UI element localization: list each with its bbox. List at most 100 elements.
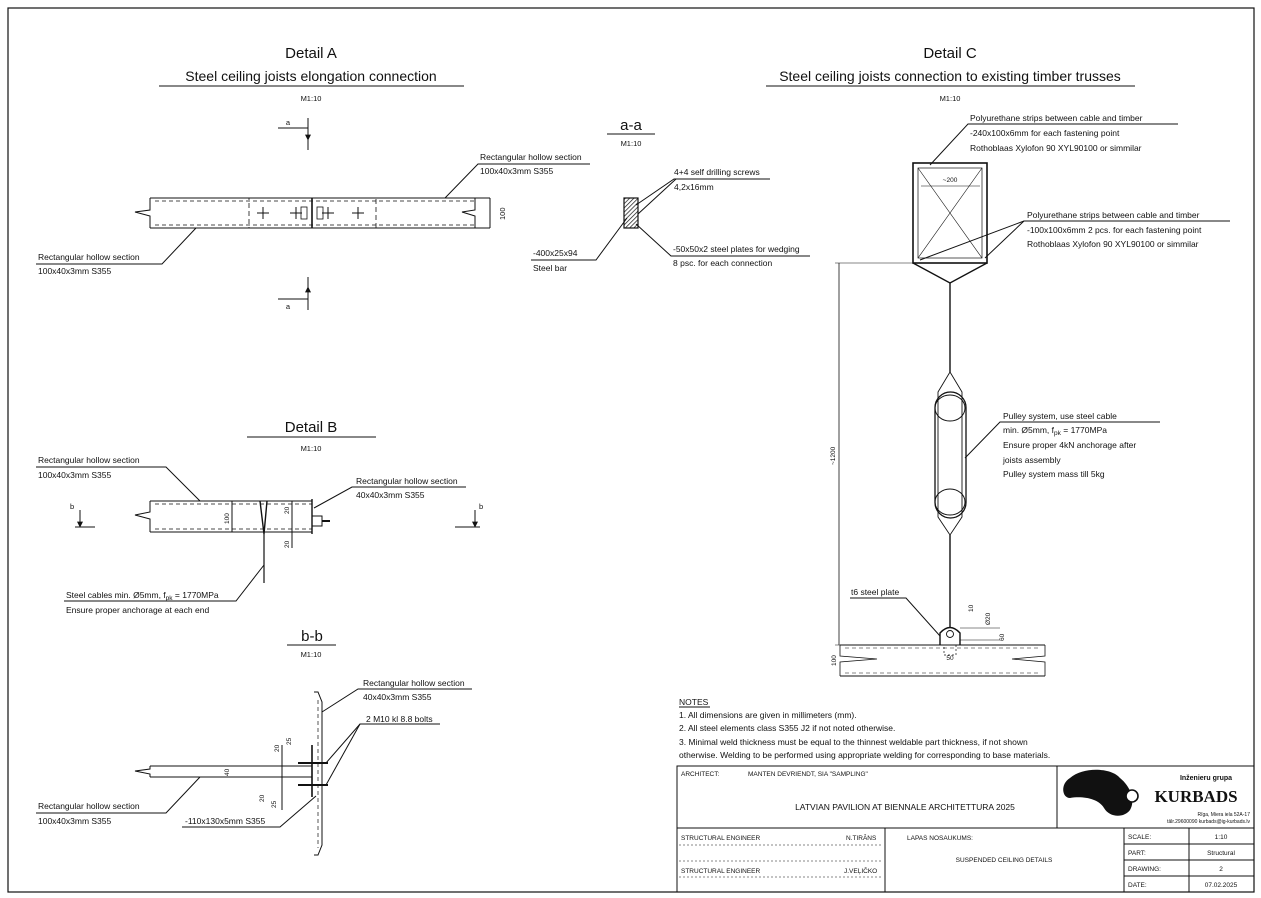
detail-c-dim-100: 100 [831, 655, 838, 666]
detail-c-pu2-size: -100x100x6mm 2 pcs. for each fastening p… [1027, 225, 1202, 235]
section-aa-plates: -50x50x2 steel plates for wedging [673, 244, 800, 254]
detail-c-pulley-anchor: Ensure proper 4kN anchorage after [1003, 440, 1136, 450]
scale-value: 1:10 [1215, 834, 1228, 841]
logo-wordmark: KURBADS [1154, 787, 1237, 806]
sheet-name-label: LAPAS NOSAUKUMS: [907, 835, 973, 842]
detail-a-rhs-left-label: Rectangular hollow section [38, 252, 140, 262]
detail-a-dim-height: 100 [498, 207, 507, 220]
detail-c: Detail C Steel ceiling joists connection… [766, 45, 1230, 677]
detail-a-rhs-top-size: 100x40x3mm S355 [480, 166, 554, 176]
section-bb-top-label: Rectangular hollow section [363, 678, 465, 688]
scale-label: SCALE: [1128, 834, 1151, 841]
detail-c-pu1-title: Polyurethane strips between cable and ti… [970, 113, 1143, 123]
logo-tagline: Inženieru grupa [1180, 775, 1232, 782]
detail-c-subtitle: Steel ceiling joists connection to exist… [779, 68, 1121, 84]
detail-c-pu2-title: Polyurethane strips between cable and ti… [1027, 210, 1200, 220]
notes-heading: NOTES [679, 697, 709, 707]
section-b-b: b-b M1:10 20 25 40 20 25 Rectangular hol… [36, 628, 472, 856]
section-bb-scale: M1:10 [301, 650, 322, 659]
detail-b-cables-note: Ensure proper anchorage at each end [66, 605, 209, 615]
note-3b: otherwise. Welding to be performed using… [679, 750, 1050, 760]
section-bb-dim-40: 40 [224, 768, 231, 776]
note-3a: 3. Minimal weld thickness must be equal … [679, 737, 1028, 747]
section-bb-left-label: Rectangular hollow section [38, 801, 140, 811]
note-1: 1. All dimensions are given in millimete… [679, 710, 857, 720]
detail-a-rhs-top-label: Rectangular hollow section [480, 152, 582, 162]
detail-c-pulley-cable: min. Ø5mm, fpk = 1770MPa [1003, 425, 1107, 437]
section-bb-top-size: 40x40x3mm S355 [363, 692, 432, 702]
section-aa-screws: 4+4 self drilling screws [674, 167, 760, 177]
detail-b-rhs-label: Rectangular hollow section [38, 455, 140, 465]
section-aa-plates-note: 8 psc. for each connection [673, 258, 773, 268]
note-2: 2. All steel elements class S355 J2 if n… [679, 723, 895, 733]
logo-address: Rīga, Mierа iela 52A-17 [1197, 812, 1250, 818]
architect-label: ARCHITECT: [681, 771, 719, 778]
detail-a-subtitle: Steel ceiling joists elongation connecti… [185, 68, 436, 84]
section-bb-left-size: 100x40x3mm S355 [38, 816, 112, 826]
section-aa-bar: -400x25x94 [533, 248, 578, 258]
detail-c-dim-60: 60 [999, 633, 1006, 641]
logo-contact: tālr.29600090 kurbads@ig-kurbads.lv [1167, 819, 1250, 825]
detail-c-dim-10: 10 [968, 604, 975, 612]
engineer-2-name: J.VEĻIČKO [844, 866, 877, 875]
detail-b-small-rhs-label: Rectangular hollow section [356, 476, 458, 486]
title-block: ARCHITECT: MANTEN DEVRIENDT, SIA "SAMPLI… [676, 765, 1255, 893]
section-bb-dim-25a: 25 [286, 737, 293, 745]
detail-c-pu1-size: -240x100x6mm for each fastening point [970, 128, 1120, 138]
kurbads-logo: Inženieru grupa KURBADS Rīga, Mierа iela… [1063, 769, 1250, 825]
section-aa-screws-size: 4,2x16mm [674, 182, 714, 192]
section-mark-a-bottom: a [286, 302, 291, 311]
detail-c-pu2-product: Rothoblaas Xylofon 90 XYL90100 or simmil… [1027, 239, 1199, 249]
detail-a-rhs-left-size: 100x40x3mm S355 [38, 266, 112, 276]
detail-b-dim-20a: 20 [284, 506, 291, 514]
section-bb-dim-20b: 20 [259, 794, 266, 802]
detail-b-small-rhs-size: 40x40x3mm S355 [356, 490, 425, 500]
section-aa-scale: M1:10 [621, 139, 642, 148]
detail-a: Detail A Steel ceiling joists elongation… [36, 45, 590, 311]
detail-c-scale: M1:10 [940, 94, 961, 103]
detail-a-title: Detail A [285, 45, 337, 62]
section-mark-b-right: b [479, 502, 483, 511]
sheet-name: SUSPENDED CEILING DETAILS [956, 857, 1053, 864]
section-a-a: a-a M1:10 4+4 self drilling screws 4,2x1… [531, 117, 810, 273]
engineer-1-name: N.TIRĀNS [846, 834, 877, 842]
detail-b-dim-20b: 20 [284, 540, 291, 548]
architect-value: MANTEN DEVRIENDT, SIA "SAMPLING" [748, 771, 869, 778]
date-label: DATE: [1128, 882, 1147, 889]
part-label: PART: [1128, 850, 1146, 857]
detail-b-scale: M1:10 [301, 444, 322, 453]
engineer-2-label: STRUCTURAL ENGINEER [681, 868, 761, 875]
drawing-value: 2 [1219, 866, 1223, 873]
detail-b-title: Detail B [285, 419, 338, 436]
detail-b-rhs-size: 100x40x3mm S355 [38, 470, 112, 480]
date-value: 07.02.2025 [1205, 882, 1238, 889]
detail-b: Detail B M1:10 b b 100 20 20 Rectangular… [36, 419, 483, 615]
project-name: LATVIAN PAVILION AT BIENNALE ARCHITETTUR… [795, 802, 1015, 812]
section-aa-title: a-a [620, 117, 642, 134]
section-aa-bar-note: Steel bar [533, 263, 567, 273]
detail-c-dim-1200: ~1200 [830, 446, 837, 465]
detail-b-dim-100: 100 [224, 513, 231, 524]
section-bb-plate: -110x130x5mm S355 [185, 816, 265, 826]
section-bb-bolts: 2 M10 kl 8.8 bolts [366, 714, 433, 724]
detail-c-plate: t6 steel plate [851, 587, 899, 597]
part-value: Structural [1207, 850, 1235, 857]
detail-c-pulley-title: Pulley system, use steel cable [1003, 411, 1117, 421]
detail-a-scale: M1:10 [301, 94, 322, 103]
detail-c-title: Detail C [923, 45, 977, 62]
detail-c-dim-200: ~200 [943, 177, 958, 184]
detail-c-pulley-assembly: joists assembly [1002, 455, 1061, 465]
notes: NOTES 1. All dimensions are given in mil… [679, 697, 1050, 760]
section-bb-dim-25b: 25 [271, 800, 278, 808]
detail-c-pu1-product: Rothoblaas Xylofon 90 XYL90100 or simmil… [970, 143, 1142, 153]
detail-c-dim-50: 50 [946, 655, 954, 662]
section-bb-dim-20a: 20 [274, 744, 281, 752]
section-bb-title: b-b [301, 628, 323, 645]
engineer-1-label: STRUCTURAL ENGINEER [681, 835, 761, 842]
detail-c-dim-d20: Ø20 [985, 612, 992, 625]
section-mark-b-left: b [70, 502, 74, 511]
detail-b-cables: Steel cables min. Ø5mm, fpk = 1770MPa [66, 590, 219, 602]
detail-c-pulley-mass: Pulley system mass till 5kg [1003, 469, 1105, 479]
section-mark-a-top: a [286, 118, 291, 127]
